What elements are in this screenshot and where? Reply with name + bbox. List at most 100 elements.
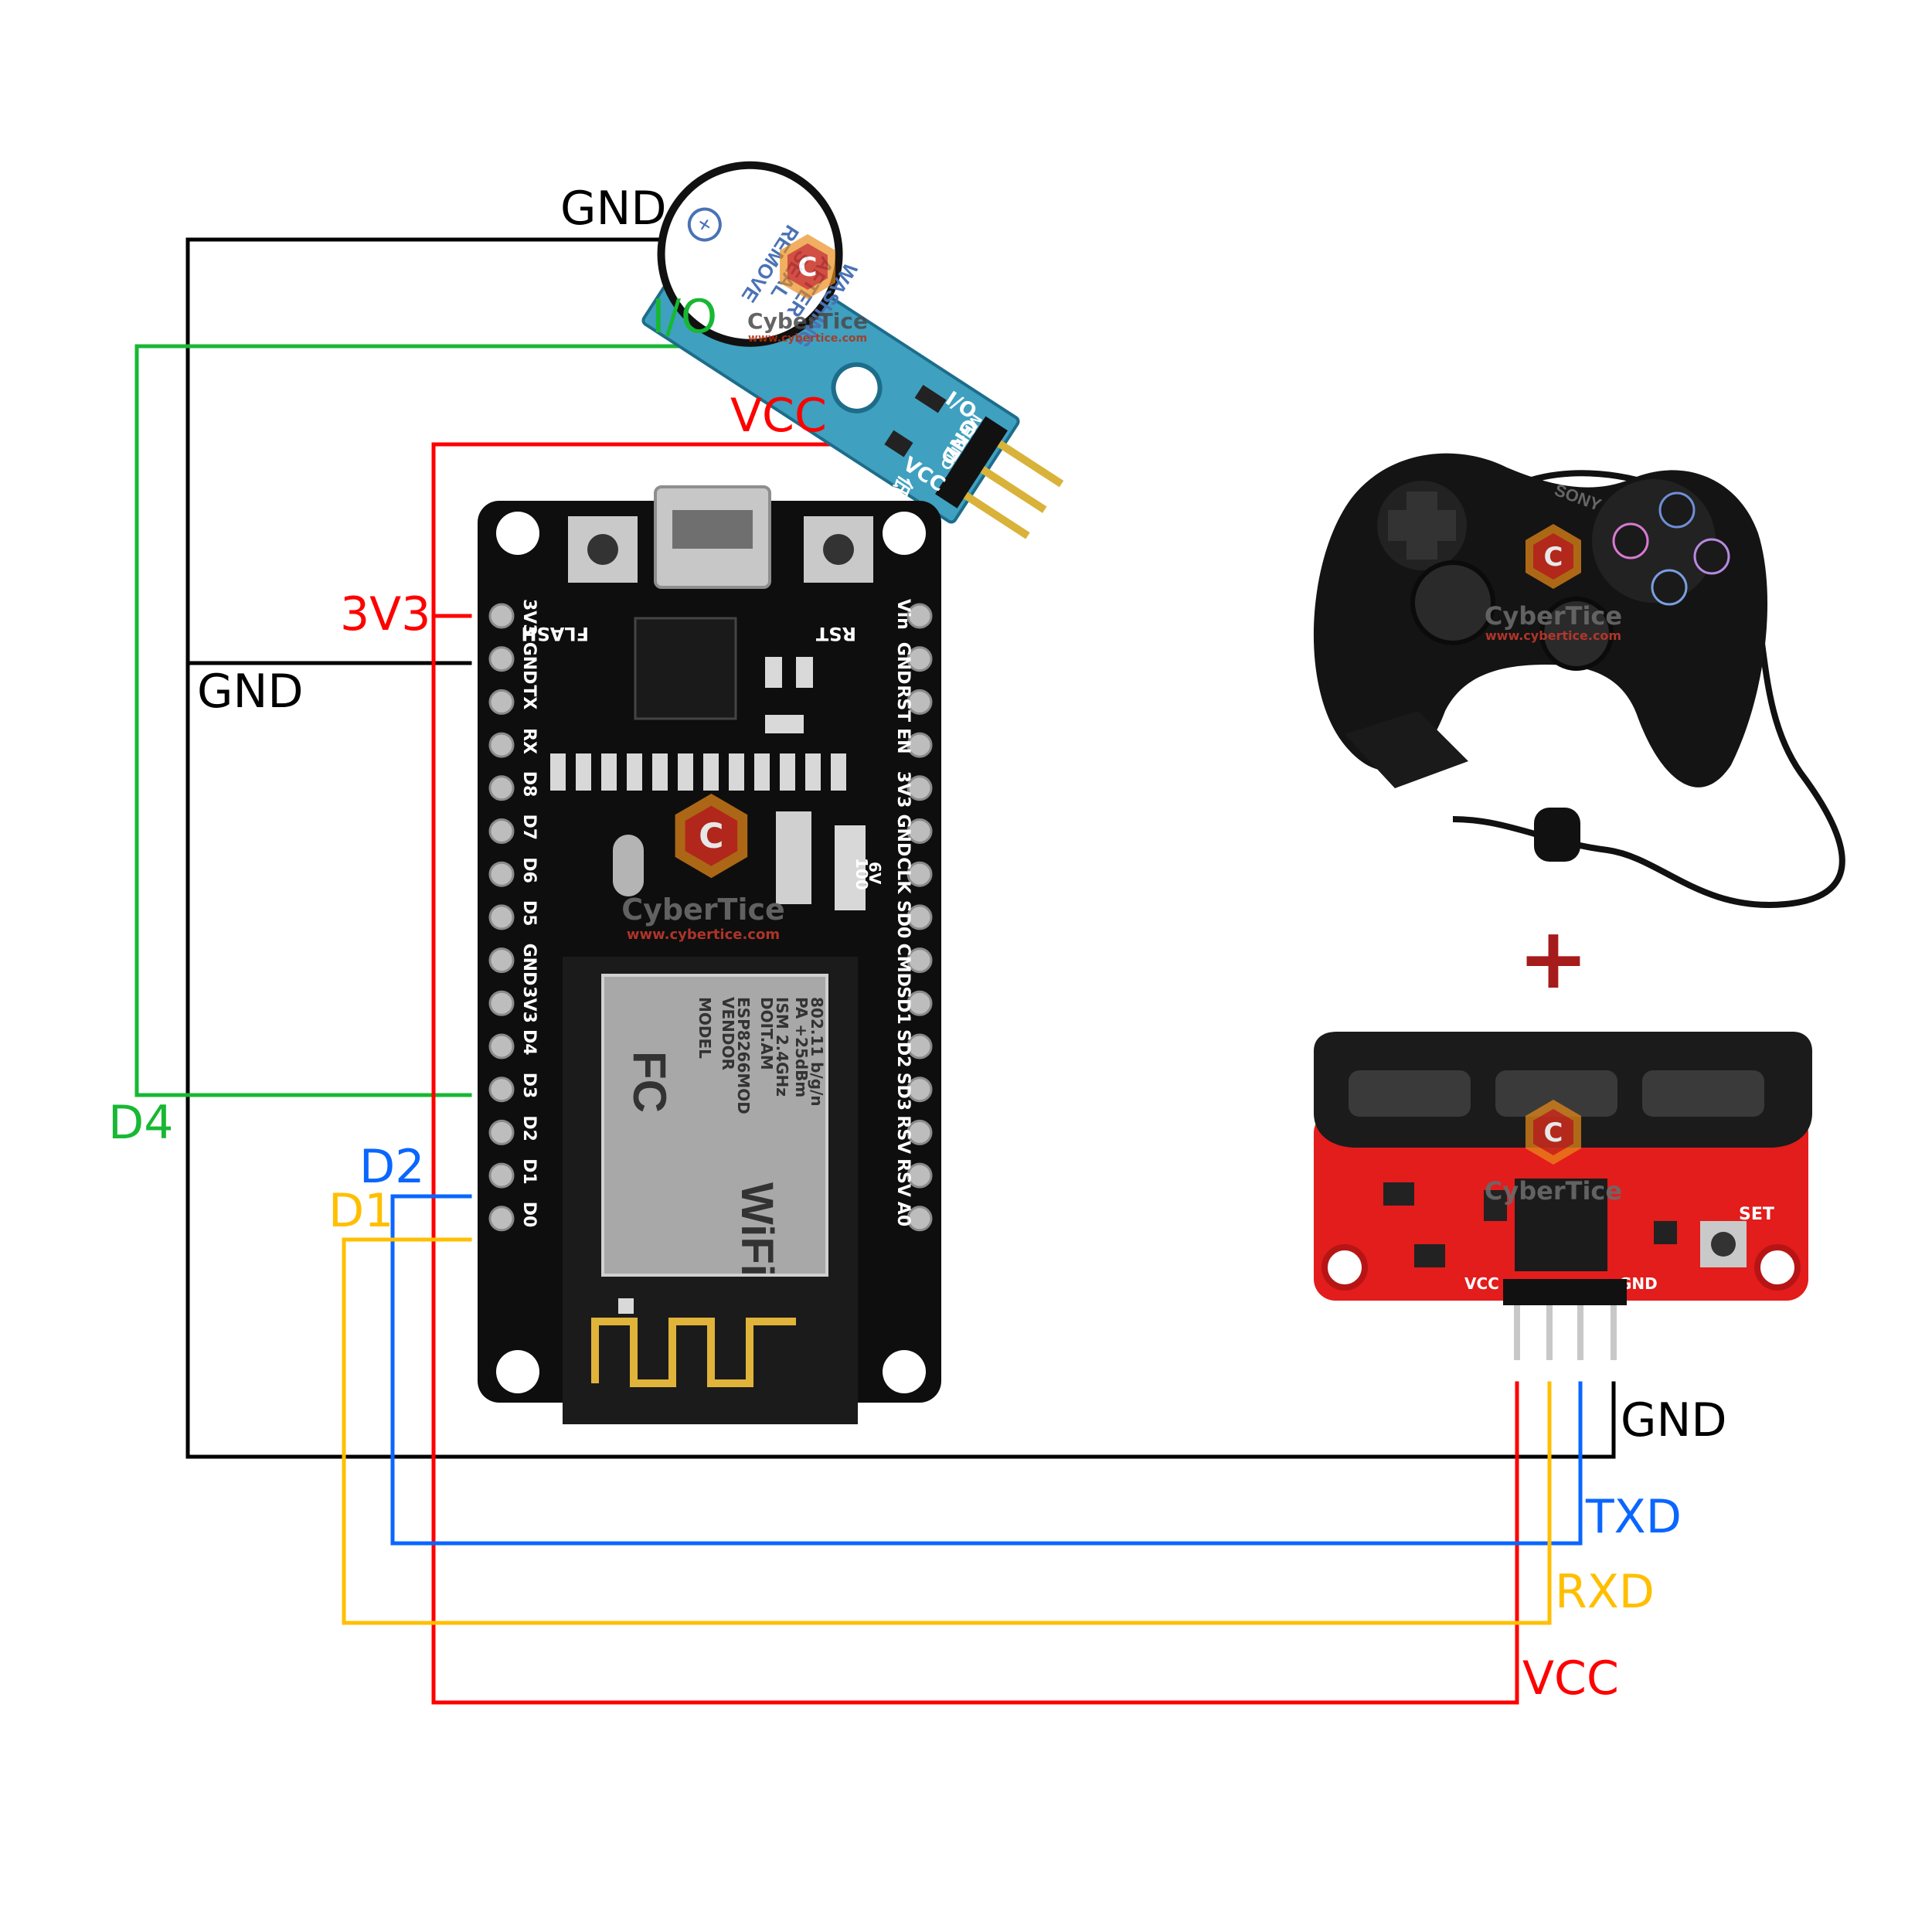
pin-header [488, 732, 515, 758]
receiver-rxd-label: RXD [1555, 1565, 1655, 1619]
cap-label: 100 [852, 858, 871, 890]
pin-label: A0 [893, 1202, 913, 1226]
resistor [914, 384, 947, 413]
module-text-line: 802.11 b/g/n [808, 997, 826, 1107]
rst-label: RST [815, 623, 856, 645]
watermark-brand: CyberTice [747, 308, 868, 334]
receiver-vcc-wire-label: VCC [1522, 1651, 1619, 1706]
pin-label: GND [519, 642, 539, 685]
smd-part [1484, 1190, 1507, 1221]
resistor [831, 753, 846, 791]
pin-label: SD2 [893, 1029, 913, 1067]
circle-button [1693, 538, 1730, 575]
pin-label: SD3 [893, 1073, 913, 1111]
module-text-line: MODEL [696, 997, 714, 1059]
pin-label: RX [519, 728, 539, 754]
pin-label: RSV [893, 1158, 913, 1197]
pin-header [906, 603, 933, 629]
wire-d2-txd [390, 1194, 1583, 1546]
resistor [627, 753, 642, 791]
resistor [805, 753, 821, 791]
plus-sign: + [1518, 909, 1589, 1008]
nodemcu-d1-label: D1 [328, 1184, 393, 1238]
watermark-gamepad: CyberTice www.cybertice.com [1485, 524, 1622, 643]
pin-label: 3V3 [519, 599, 539, 636]
pin-label: SD0 [893, 900, 913, 938]
left-stick [1410, 560, 1495, 645]
pin-label: D2 [519, 1115, 539, 1141]
pin-header [488, 689, 515, 715]
resistor [576, 753, 591, 791]
mounting-hole [496, 512, 539, 555]
pin-label: CLK [893, 857, 913, 894]
socket-slot [1349, 1070, 1471, 1117]
nodemcu-d2-label: D2 [359, 1140, 424, 1194]
diode [613, 835, 644, 896]
resistor [601, 753, 617, 791]
pin-label: RSV [893, 1115, 913, 1154]
rst-button-cap [823, 534, 854, 565]
pin-label: D5 [519, 900, 539, 927]
resistor [703, 753, 719, 791]
pin-header [488, 1206, 515, 1232]
header-pin [963, 492, 1030, 539]
smd-part [1654, 1221, 1677, 1244]
wifi-logo: WiFi [732, 1182, 782, 1277]
transistor [884, 430, 913, 457]
resistor-row [550, 753, 846, 791]
pin-header [906, 646, 933, 672]
smd-part [1414, 1244, 1445, 1267]
buzzer-gnd-label: GND [560, 182, 667, 236]
pin-header [488, 1033, 515, 1060]
dpad-horizontal [1388, 510, 1456, 541]
pin-header [488, 947, 515, 974]
pin-label: GND [893, 815, 913, 857]
header-pin [997, 440, 1064, 488]
nodemcu-3v3-label: 3V3 [340, 587, 430, 641]
socket-slot [1642, 1070, 1764, 1117]
smd-part [765, 657, 782, 688]
wire-io-d4 [134, 344, 733, 1097]
pin-label: CMD [893, 944, 913, 987]
pin-header [906, 689, 933, 715]
wire-labels: GND I/O VCC 3V3 GND D4 D2 D1 GND TXD RXD… [108, 182, 1727, 1706]
pin-label: D0 [519, 1202, 539, 1228]
pin-header [906, 732, 933, 758]
buzzer-vcc-label: VCC [730, 389, 827, 443]
pin-label: RST [893, 685, 913, 722]
pin-label: D1 [519, 1158, 539, 1185]
fcc-logo: FC [624, 1051, 675, 1113]
cross-button [1651, 569, 1688, 606]
right-stick [1539, 597, 1614, 671]
module-text-line: DOIT.AM [757, 997, 776, 1070]
resistor [780, 753, 795, 791]
pin-header [488, 818, 515, 844]
smd-part [796, 657, 813, 688]
plus-circle [687, 207, 722, 242]
watermark-url: www.cybertice.com [627, 927, 780, 943]
smd-part [618, 1298, 634, 1314]
pin-label: SD1 [893, 986, 913, 1024]
watermark-nodemcu: CyberTice www.cybertice.com [621, 794, 785, 943]
pin-label: D6 [519, 857, 539, 883]
set-button-cap [1711, 1232, 1736, 1257]
resistor [678, 753, 693, 791]
pin-label: D4 [519, 1029, 539, 1056]
pin-header [488, 775, 515, 801]
watermark-brand: CyberTice [1485, 1176, 1622, 1206]
pcb-antenna [591, 1318, 796, 1387]
pin-header [488, 904, 515, 930]
receiver-chip [1515, 1179, 1607, 1271]
watermark-buzzer: CyberTice www.cybertice.com [747, 234, 868, 345]
cap-label: 6V [866, 862, 884, 885]
smd-part [1383, 1182, 1414, 1206]
module-text-line: PA +25dBm [792, 997, 811, 1097]
led [765, 715, 804, 733]
pin-header [488, 1077, 515, 1103]
module-text-line: VENDOR [719, 997, 737, 1070]
watermark-brand: CyberTice [621, 893, 785, 927]
capacitor [835, 825, 866, 910]
regulator [776, 811, 811, 904]
